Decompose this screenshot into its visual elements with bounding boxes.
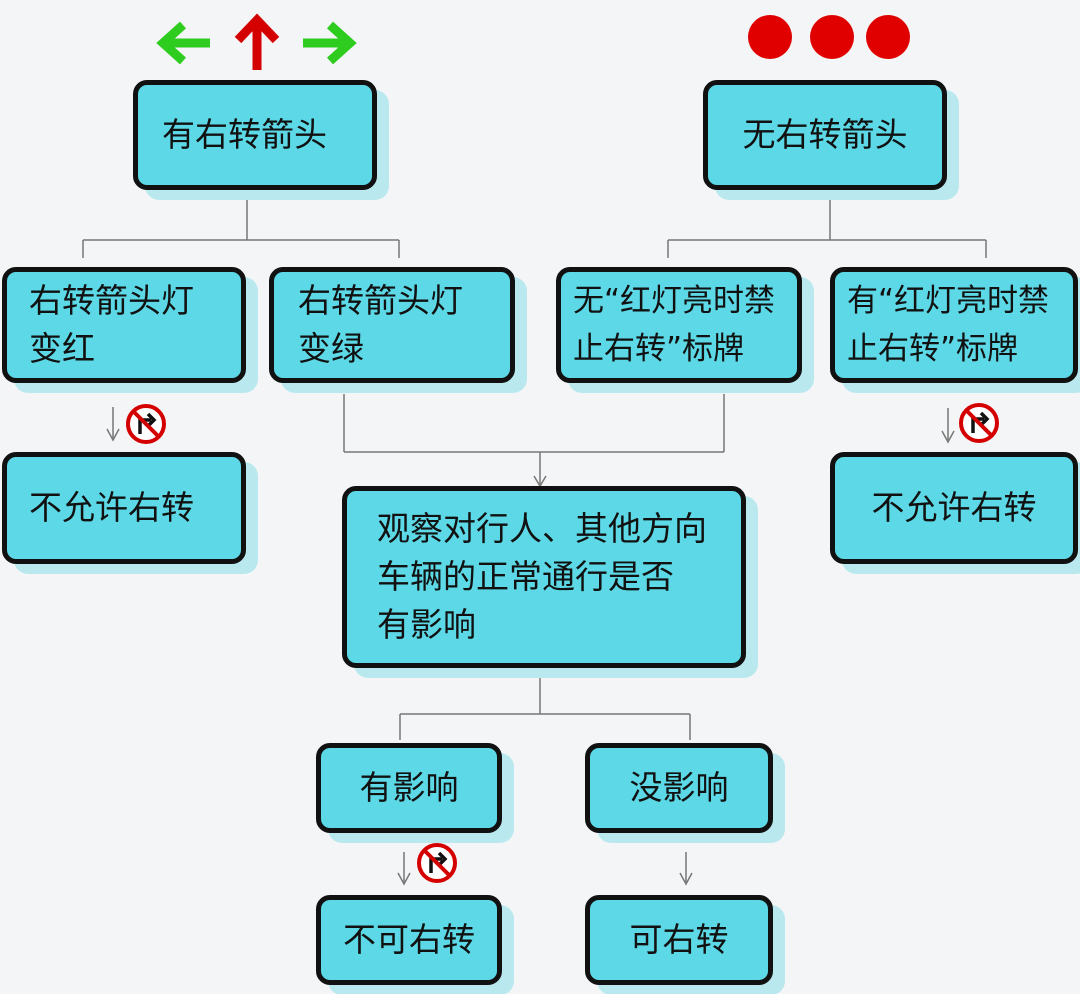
- right-arrow-icon: [303, 21, 357, 65]
- node-not-allowed-left-label: 不允许右转: [29, 488, 194, 527]
- left-arrow-icon: [156, 21, 210, 65]
- node-cannot-turn: 不可右转: [316, 895, 502, 985]
- node-affected-label: 有影响: [359, 768, 459, 807]
- node-can-turn: 可右转: [585, 895, 773, 985]
- red-light-icon: [748, 15, 792, 59]
- node-not-affected-label: 没影响: [629, 768, 729, 807]
- node-no-right-arrow-label: 无右转箭头: [742, 115, 908, 154]
- node-arrow-green: 右转箭头灯 变绿: [269, 267, 515, 383]
- up-arrow-icon: [234, 13, 280, 70]
- node-no-sign-label: 无“红灯亮时禁 止右转”标牌: [573, 283, 776, 367]
- no-right-turn-icon: [959, 403, 999, 443]
- node-not-allowed-right: 不允许右转: [830, 452, 1078, 564]
- node-no-right-arrow: 无右转箭头: [703, 80, 947, 190]
- node-observe: 观察对行人、其他方向 车辆的正常通行是否 有影响: [342, 486, 746, 668]
- node-affected: 有影响: [316, 743, 502, 833]
- no-right-turn-icon: [126, 404, 166, 444]
- node-cannot-turn-label: 不可右转: [343, 920, 475, 959]
- node-not-allowed-right-label: 不允许右转: [871, 488, 1037, 527]
- node-has-sign-label: 有“红灯亮时禁 止右转”标牌: [847, 283, 1050, 367]
- node-not-allowed-left: 不允许右转: [2, 452, 246, 564]
- node-can-turn-label: 可右转: [629, 920, 729, 959]
- node-arrow-green-label: 右转箭头灯 变绿: [298, 281, 463, 368]
- node-has-sign: 有“红灯亮时禁 止右转”标牌: [830, 267, 1078, 383]
- node-observe-label: 观察对行人、其他方向 车辆的正常通行是否 有影响: [377, 509, 707, 644]
- node-no-sign: 无“红灯亮时禁 止右转”标牌: [556, 267, 802, 383]
- direction-arrows: [156, 13, 357, 70]
- node-arrow-red-label: 右转箭头灯 变红: [29, 281, 194, 368]
- node-has-right-arrow: 有右转箭头: [133, 80, 377, 190]
- no-right-turn-icon: [417, 843, 457, 883]
- node-not-affected: 没影响: [585, 743, 773, 833]
- node-has-right-arrow-label: 有右转箭头: [162, 115, 327, 154]
- red-light-icon: [810, 15, 854, 59]
- red-light-icon: [866, 15, 910, 59]
- node-arrow-red: 右转箭头灯 变红: [2, 267, 246, 383]
